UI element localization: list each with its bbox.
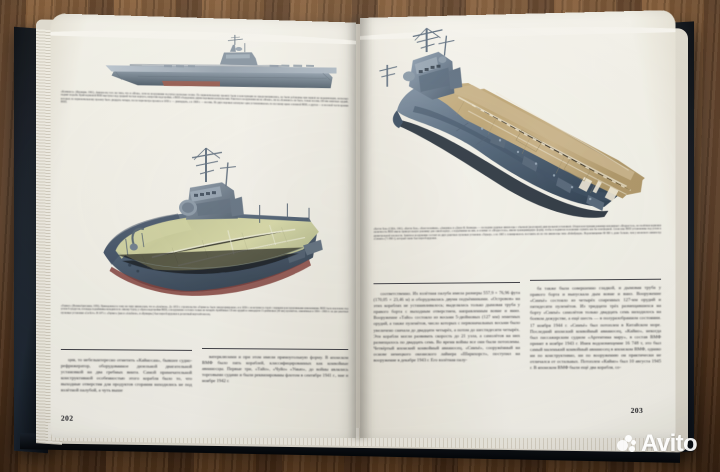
left-page-column-2: ватерклюзами и при этом имели прямоуголь… [202,354,349,384]
column-divider-rule-right [202,347,349,351]
avito-wordmark: Avito [641,430,698,457]
left-page-number: 202 [60,413,74,423]
right-page-column-1: соответственно. Их взлётная палуба имела… [373,289,520,363]
book-gutter-shadow [348,16,372,440]
left-page-column-1: ция, то небезынтересно отметить «Кайноса… [60,357,193,394]
caption-kitty-hawk: «Китти Хок» (США, 1961). «Китти Хок», «К… [373,224,662,241]
caption-hermes: «Гермес» (Великобритания, 1959). Принадл… [60,304,349,316]
clemenceau-side-profile-illustration [105,34,337,91]
avito-watermark: Avito [617,430,698,457]
hermes-three-quarter-illustration [103,147,323,298]
right-page-column-2: ба также была совершенно гладкой, и дымо… [529,284,662,371]
left-page: «Клемансо» (Франция, 1961). Авианосец то… [50,13,357,439]
right-page-number: 203 [630,405,644,415]
column-divider-rule-left [60,348,193,351]
right-page: «Китти Хок» (США, 1961). «Китти Хок», «К… [359,9,676,439]
right-column-divider-rule-right [529,278,662,281]
right-column-divider-rule-left [373,281,520,285]
avito-dots-logo-icon [617,435,638,453]
kitty-hawk-stern-quarter-illustration [373,18,645,221]
